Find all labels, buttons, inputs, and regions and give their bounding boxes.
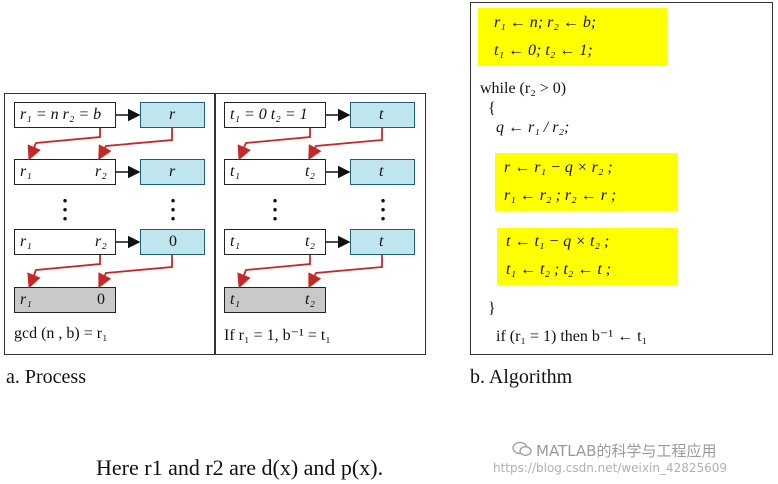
feedback-arrow <box>27 128 101 161</box>
t-pair-box: t₁ t₂ <box>224 159 326 185</box>
algo-q-line: q ← r₁ / r₂; <box>496 119 570 136</box>
ellipsis-dots: ··· <box>379 188 387 231</box>
t-output-box: t <box>350 229 415 255</box>
algo-if-line: if (r₁ = 1) then b⁻¹ ← t₁ <box>496 328 648 345</box>
algo-t-line1: t ← t₁ − q × t₂ ; <box>506 233 610 250</box>
caption-algorithm: b. Algorithm <box>470 366 573 388</box>
feedback-arrow <box>308 255 383 289</box>
feedback-arrow <box>308 128 383 161</box>
algo-open-brace: { <box>488 100 496 117</box>
r-pair-box: r₁ r₂ <box>14 229 116 255</box>
wechat-icon <box>512 441 532 457</box>
footnote-text: Here r1 and r2 are d(x) and p(x). <box>96 455 384 480</box>
r-update-highlight <box>495 153 678 211</box>
r-final-box: r₁ 0 <box>14 287 116 313</box>
watermark-brand: MATLAB的科学与工程应用 <box>536 442 717 460</box>
t-pair-box: t₁ t₂ <box>224 229 326 255</box>
t-output-box: t <box>350 102 415 128</box>
r-output-box: 0 <box>140 229 205 255</box>
feedback-arrow <box>237 128 311 161</box>
algo-init-r: r₁ ← n; r₂ ← b; <box>494 14 597 31</box>
ellipsis-dots: ··· <box>169 188 177 231</box>
feedback-arrow <box>98 255 173 289</box>
watermark-url: https://blog.csdn.net/weixin_42825609 <box>493 461 728 475</box>
algo-close-brace: } <box>488 300 496 317</box>
algo-while: while (r₂ > 0) <box>480 80 567 97</box>
algo-init-t: t₁ ← 0; t₂ ← 1; <box>494 42 593 59</box>
r-init-box: r₁ = n r₂ = b <box>14 102 116 128</box>
algo-r-line1: r ← r₁ − q × r₂ ; <box>504 159 613 176</box>
t-update-highlight <box>497 228 678 285</box>
algo-t-line2: t₁ ← t₂ ; t₂ ← t ; <box>506 261 612 278</box>
feedback-arrow <box>27 255 101 289</box>
gcd-result: gcd (n , b) = r₁ <box>14 325 108 342</box>
caption-process: a. Process <box>6 366 86 388</box>
init-highlight <box>478 8 667 66</box>
feedback-arrow <box>237 255 311 289</box>
t-init-box: t₁ = 0 t₂ = 1 <box>224 102 326 128</box>
t-final-box: t₁ t₂ <box>224 287 326 313</box>
ellipsis-dots: ··· <box>271 188 279 231</box>
r-output-box: r <box>140 102 205 128</box>
panel-divider <box>214 93 216 355</box>
r-pair-box: r₁ r₂ <box>14 159 116 185</box>
ellipsis-dots: ··· <box>61 188 69 231</box>
algo-r-line2: r₁ ← r₂ ; r₂ ← r ; <box>504 187 617 204</box>
feedback-arrow <box>98 128 173 161</box>
inverse-result: If r₁ = 1, b⁻¹ = t₁ <box>224 327 331 344</box>
